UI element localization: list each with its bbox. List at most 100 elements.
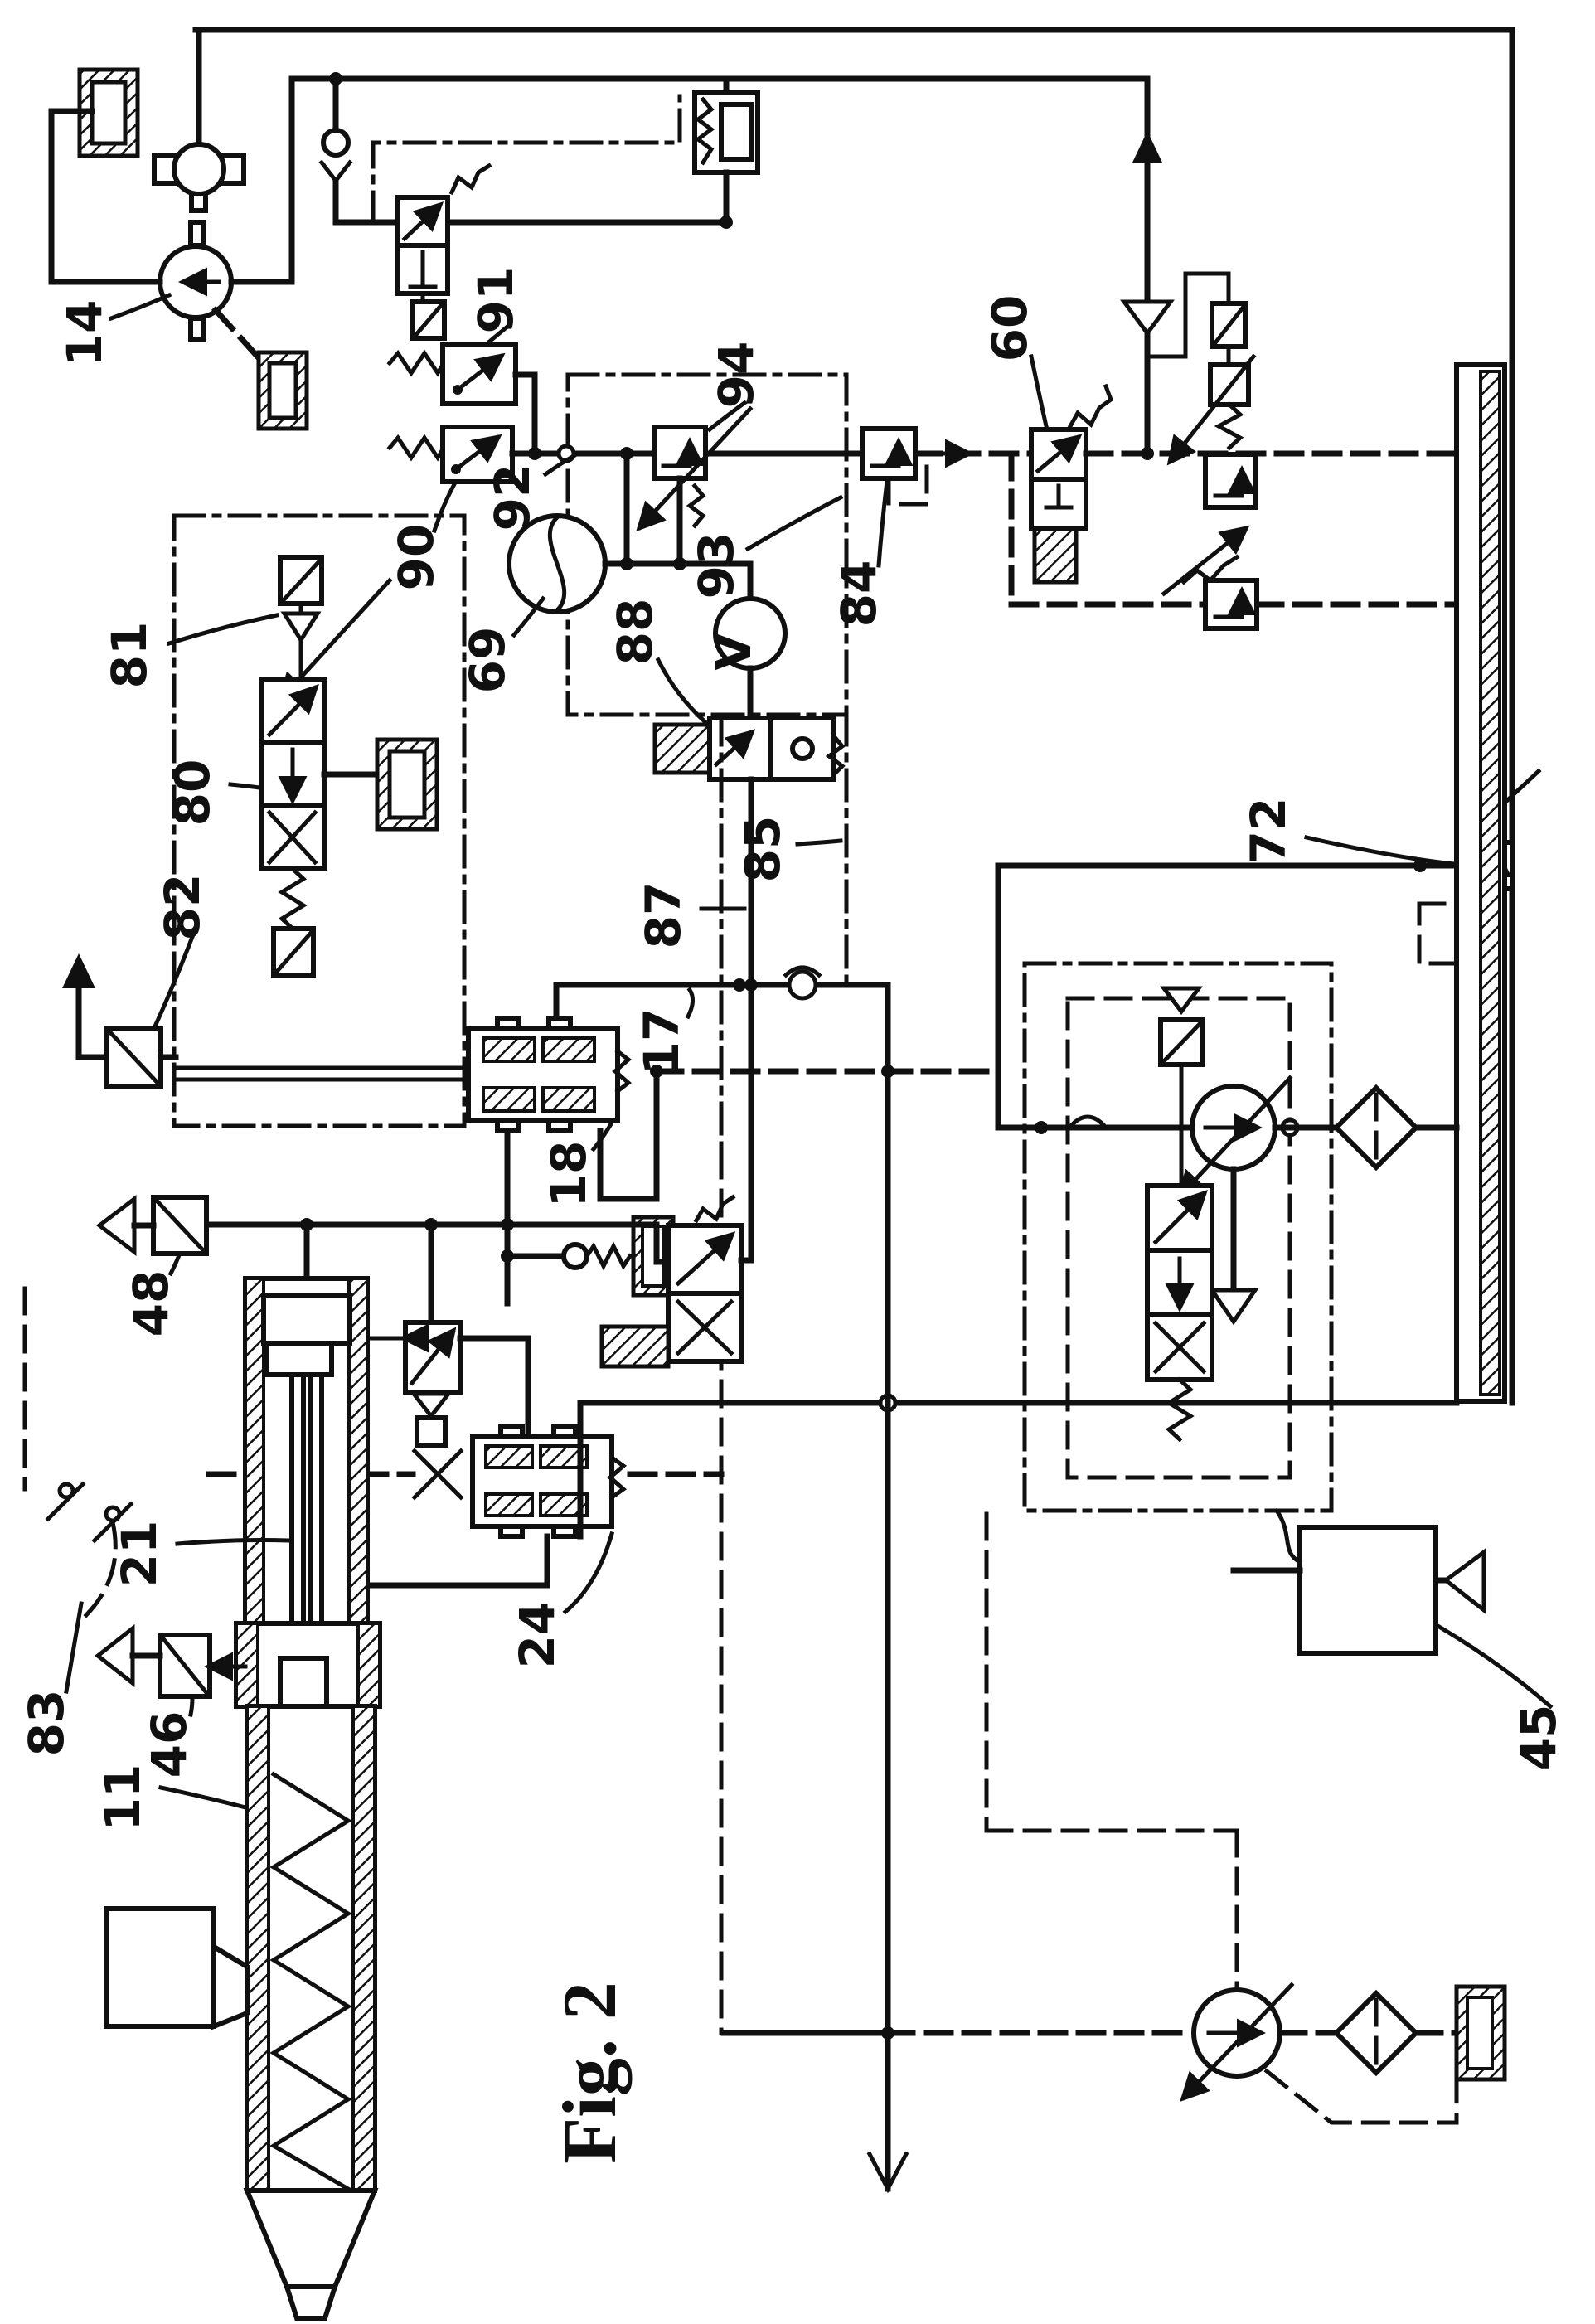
filter-82 xyxy=(62,953,179,1089)
label-24: 24 xyxy=(509,1602,565,1669)
cylinder-icon xyxy=(234,1276,382,1823)
limit-switch-icon xyxy=(22,1286,134,1618)
spring-icon xyxy=(1214,401,1244,451)
label-82: 82 xyxy=(154,874,211,941)
gauge-letter: V xyxy=(705,633,762,670)
leader-85 xyxy=(795,838,843,847)
pressure-switch-icon xyxy=(386,342,538,457)
label-69: 69 xyxy=(459,627,516,694)
label-18: 18 xyxy=(541,1141,597,1208)
drain-line xyxy=(720,982,1194,2194)
leader-69 xyxy=(511,595,546,638)
motor-clamp-icon xyxy=(152,142,246,213)
leader-92 xyxy=(542,453,577,478)
solenoid-icon xyxy=(599,1324,671,1369)
pilot-main-line xyxy=(509,439,1035,468)
label-91: 91 xyxy=(468,267,524,334)
cartridge-valve-18 xyxy=(466,1016,660,1307)
label-81: 81 xyxy=(101,622,158,689)
leader-48 xyxy=(167,1252,182,1277)
spring-icon xyxy=(686,483,706,529)
hopper-icon xyxy=(104,1906,216,2029)
vent-funnel-icon xyxy=(95,1194,137,1257)
pilot-funnel-icon xyxy=(1160,986,1203,1016)
pump-unit-inner-box xyxy=(1065,996,1292,1480)
relief-valve-2 xyxy=(1008,450,1460,631)
spring-icon xyxy=(612,1048,632,1094)
pressure-regulator-94 xyxy=(636,405,754,567)
leader-81 xyxy=(166,613,279,647)
leader-93 xyxy=(744,494,844,552)
pilot-dashdot xyxy=(371,94,682,225)
label-11: 11 xyxy=(95,1764,151,1832)
function-box-80 xyxy=(172,513,467,1128)
leader-21 xyxy=(175,1538,291,1546)
label-80: 80 xyxy=(164,759,221,827)
solenoid-valve-B xyxy=(362,1320,531,1448)
label-84: 84 xyxy=(831,560,887,628)
leader-91 xyxy=(484,323,511,347)
label-45: 45 xyxy=(1510,1705,1567,1772)
spring-icon xyxy=(584,1241,633,1271)
figure-caption: Fig. 2 xyxy=(547,1982,632,2164)
spring-icon xyxy=(448,163,492,196)
spring-icon xyxy=(1165,1376,1195,1443)
hopper-funnel xyxy=(211,1942,250,2030)
twin-line xyxy=(173,1065,471,1082)
cartridge-valve-24 xyxy=(206,1393,1460,1589)
leader-14 xyxy=(108,292,172,322)
pump-unit-box xyxy=(1022,961,1334,1513)
label-87: 87 xyxy=(635,882,691,949)
tank-rail-icon xyxy=(1454,362,1507,1404)
spring-icon xyxy=(386,434,446,462)
suction-lines xyxy=(48,75,730,366)
spring-icon xyxy=(825,733,846,778)
solenoid-icon xyxy=(1032,526,1079,585)
label-60: 60 xyxy=(982,295,1038,362)
check-to-tank xyxy=(501,1215,676,1298)
label-72: 72 xyxy=(1240,798,1297,865)
spring-icon xyxy=(386,349,446,377)
label-14: 14 xyxy=(56,300,113,367)
leader-83 xyxy=(64,1601,84,1694)
cylinder-supply-line xyxy=(206,1218,671,1326)
label-92: 92 xyxy=(484,464,541,531)
aux-pump-icon xyxy=(984,1511,1507,2125)
leader-72 xyxy=(1304,835,1457,866)
leader-45 xyxy=(1436,1623,1554,1710)
vent-funnel-icon xyxy=(1442,1548,1486,1615)
label-85: 85 xyxy=(734,816,791,883)
leader-18 xyxy=(590,1119,615,1152)
leader-46 xyxy=(188,1696,195,1717)
leader-94 xyxy=(706,400,748,433)
tank-icon xyxy=(375,737,439,832)
pilot-funnel-icon xyxy=(280,611,322,644)
label-90: 90 xyxy=(388,524,444,591)
solenoid-icon xyxy=(652,722,712,775)
screw-barrel-icon xyxy=(104,1704,379,2321)
leader-11 xyxy=(158,1785,249,1811)
solenoid-valve-A xyxy=(599,982,754,1369)
leader-80 xyxy=(228,782,262,790)
drain-arrow-icon xyxy=(866,2151,909,2194)
vent-valve-48 xyxy=(95,1194,209,1257)
unloader-valve xyxy=(332,163,730,341)
relief-valve-icon xyxy=(692,75,760,229)
variable-pump-icon xyxy=(995,1075,1460,1326)
check-valve-icon xyxy=(318,72,353,226)
vent-funnel-icon xyxy=(94,1623,135,1688)
proportional-valve-80 xyxy=(259,555,393,978)
pump-icon xyxy=(158,220,234,342)
spring-icon xyxy=(1066,383,1114,431)
leader-82 xyxy=(151,934,196,1031)
dashed-line-y1292 xyxy=(650,1065,1001,1078)
pump-control-valve xyxy=(1145,986,1214,1443)
gauge-icon: V xyxy=(705,560,788,721)
pilot-funnel-icon xyxy=(409,1391,453,1420)
reducing-valve-84 xyxy=(860,426,929,507)
spring-icon xyxy=(607,1454,628,1501)
leader-90 xyxy=(431,481,458,534)
leader-17 xyxy=(685,987,695,1020)
leader-84 xyxy=(876,478,890,568)
